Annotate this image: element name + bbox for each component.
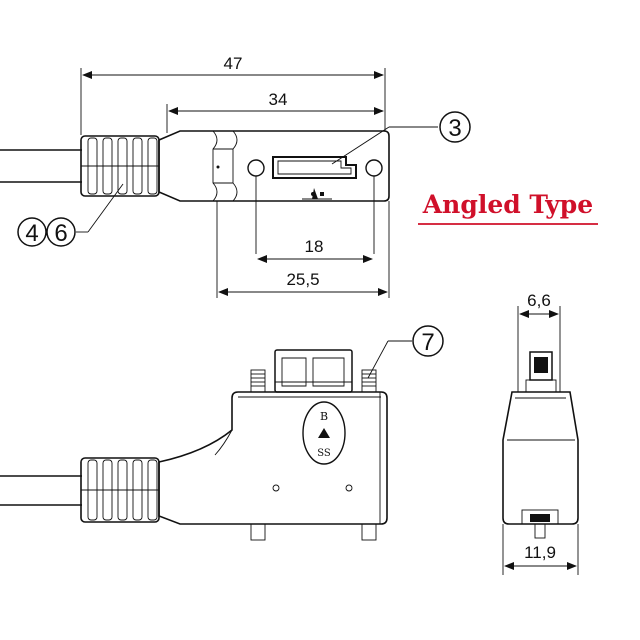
- callout-4-6: 4 6: [17, 183, 124, 247]
- side-screw-top-left: [250, 369, 266, 393]
- usb-badge-icon: [318, 428, 330, 438]
- side-screw-top-right: [361, 369, 377, 393]
- callout-3-label: 3: [448, 115, 461, 142]
- callout-3: 3: [331, 111, 471, 165]
- callout-6-label: 6: [54, 220, 67, 247]
- dim-47: 47: [82, 54, 384, 79]
- badge-line2: SS: [317, 448, 331, 459]
- end-view: 6,6 11,9: [502, 291, 579, 575]
- dim-25-5-label: 25,5: [286, 270, 319, 289]
- callout-7: 7: [367, 325, 444, 379]
- dim-11-9-label: 11,9: [524, 543, 556, 562]
- top-housing: [158, 130, 390, 202]
- title-block: Angled Type: [418, 190, 598, 225]
- dim-34: 34: [168, 90, 384, 115]
- top-boot: [80, 135, 160, 197]
- diagram-title: Angled Type: [422, 190, 593, 219]
- side-boot: [80, 457, 160, 523]
- dim-18: 18: [257, 237, 373, 263]
- side-housing: B SS: [158, 349, 388, 541]
- side-cable: [0, 475, 82, 506]
- top-extension-lines: [80, 68, 390, 298]
- dim-6-6-label: 6,6: [527, 291, 551, 310]
- callout-4-label: 4: [25, 220, 38, 247]
- callout-7-label: 7: [421, 329, 434, 356]
- top-cable: [0, 149, 82, 183]
- dim-47-label: 47: [224, 54, 243, 73]
- dim-18-label: 18: [305, 237, 324, 256]
- usb-trident-icon: [302, 188, 332, 200]
- badge-line1: B: [320, 410, 328, 423]
- top-view: 47 34 18 25,5 3 4 6: [0, 54, 471, 298]
- dim-25-5: 25,5: [218, 270, 388, 296]
- dim-11-9: 11,9: [502, 524, 579, 575]
- dim-34-label: 34: [269, 90, 288, 109]
- dim-6-6: 6,6: [517, 291, 561, 392]
- side-view: B SS: [0, 325, 444, 541]
